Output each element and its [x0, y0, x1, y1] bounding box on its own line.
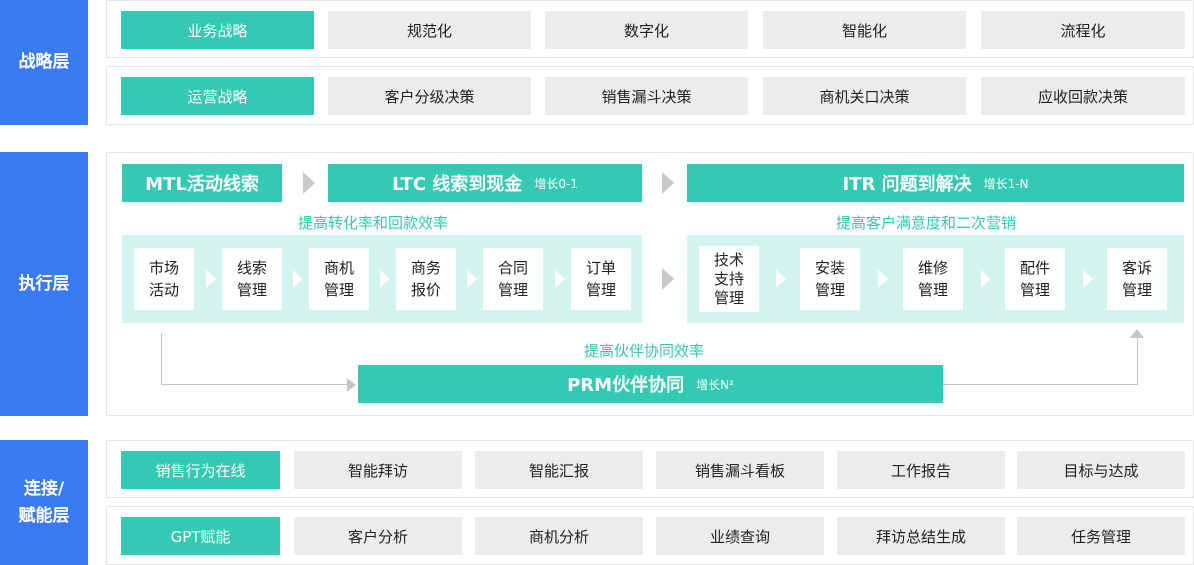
prm-connector-right-vertical	[1137, 338, 1138, 385]
business-strategy-cell: 业务战略	[121, 11, 314, 49]
itr-subtitle: 提高客户满意度和二次营销	[836, 214, 1017, 232]
itr-step-arrow-3	[981, 270, 991, 288]
ltc-step-opportunity-mgmt: 商机管理	[309, 248, 369, 310]
layer-label-strategy: 战略层	[0, 0, 88, 125]
strategy-item-standardize: 规范化	[328, 11, 531, 49]
itr-band: 技术支持管理 安装管理 维修管理 配件管理 客诉管理	[687, 235, 1184, 323]
itr-step-repair: 维修管理	[903, 248, 963, 310]
itr-head: ITR 问题到解决 增长1-N	[687, 164, 1184, 202]
connect-row-gpt: GPT赋能 客户分析 商机分析 业绩查询 拜访总结生成 任务管理	[106, 506, 1194, 565]
prm-connector-right-horizontal	[943, 384, 1137, 385]
ltc-step-arrow-3	[380, 270, 390, 288]
itr-step-arrow-4	[1083, 270, 1093, 288]
decision-customer-tier: 客户分级决策	[328, 77, 531, 115]
ltc-step-arrow-5	[555, 270, 565, 288]
itr-step-installation: 安装管理	[800, 248, 860, 310]
ltc-step-order-mgmt: 订单管理	[571, 248, 631, 310]
itr-step-arrow-1	[776, 270, 786, 288]
ltc-step-arrow-2	[293, 270, 303, 288]
strategy-item-process: 流程化	[981, 11, 1185, 49]
operation-strategy-cell: 运营战略	[121, 77, 314, 115]
strategy-item-intelligent: 智能化	[763, 11, 966, 49]
ltc-subtitle: 提高转化率和回款效率	[298, 214, 449, 232]
ltc-step-market-activity: 市场活动	[134, 248, 194, 310]
gpt-enable-cell: GPT赋能	[121, 517, 280, 555]
itr-step-complaint: 客诉管理	[1107, 248, 1167, 310]
feature-goal-achievement: 目标与达成	[1017, 451, 1185, 489]
arrow-ltc-itr	[662, 172, 674, 194]
layer-label-connect-line1: 连接/	[23, 479, 65, 500]
prm-connector-left-horizontal	[161, 384, 347, 385]
ltc-step-arrow-4	[467, 270, 477, 288]
strategy-item-digitize: 数字化	[545, 11, 748, 49]
layer-label-execution: 执行层	[0, 152, 88, 416]
ltc-step-contract-mgmt: 合同管理	[483, 248, 543, 310]
execution-panel: MTL活动线索 LTC 线索到现金 增长0-1 ITR 问题到解决 增长1-N …	[106, 152, 1194, 416]
ltc-step-quotation: 商务报价	[396, 248, 456, 310]
prm-title: PRM伙伴协同	[567, 375, 685, 396]
prm-connector-arrowhead-up	[1130, 329, 1144, 338]
feature-task-management: 任务管理	[1017, 517, 1185, 555]
prm-subtitle: 提高伙伴协同效率	[584, 342, 705, 360]
itr-title: ITR 问题到解决	[842, 174, 972, 195]
itr-step-parts: 配件管理	[1005, 248, 1065, 310]
arrow-band-ltc-itr	[662, 268, 674, 290]
ltc-growth-tag: 增长0-1	[534, 176, 578, 191]
feature-smart-visit: 智能拜访	[294, 451, 462, 489]
feature-smart-report: 智能汇报	[475, 451, 643, 489]
ltc-head: LTC 线索到现金 增长0-1	[328, 164, 642, 202]
prm-connector-left-vertical	[161, 333, 162, 385]
itr-step-tech-support: 技术支持管理	[699, 246, 759, 312]
strategy-row-operation: 运营战略 客户分级决策 销售漏斗决策 商机关口决策 应收回款决策	[106, 66, 1194, 125]
feature-visit-summary: 拜访总结生成	[837, 517, 1005, 555]
decision-sales-funnel: 销售漏斗决策	[545, 77, 748, 115]
prm-connector-arrowhead-right	[347, 378, 356, 392]
decision-opportunity-gate: 商机关口决策	[763, 77, 966, 115]
sales-online-cell: 销售行为在线	[121, 451, 280, 489]
strategy-row-business: 业务战略 规范化 数字化 智能化 流程化	[106, 0, 1194, 58]
itr-step-arrow-2	[878, 270, 888, 288]
feature-funnel-dashboard: 销售漏斗看板	[656, 451, 824, 489]
ltc-step-arrow-1	[206, 270, 216, 288]
feature-opportunity-analysis: 商机分析	[475, 517, 643, 555]
decision-receivable: 应收回款决策	[981, 77, 1185, 115]
feature-customer-analysis: 客户分析	[294, 517, 462, 555]
ltc-title: LTC 线索到现金	[392, 174, 523, 195]
arrow-mtl-ltc	[303, 172, 315, 194]
feature-performance-query: 业绩查询	[656, 517, 824, 555]
layer-label-connect-line2: 赋能层	[18, 505, 70, 526]
mtl-title: MTL活动线索	[145, 174, 259, 195]
mtl-head: MTL活动线索	[122, 164, 282, 202]
ltc-band: 市场活动 线索管理 商机管理 商务报价 合同管理 订单管理	[122, 235, 642, 323]
feature-work-report: 工作报告	[837, 451, 1005, 489]
ltc-step-lead-mgmt: 线索管理	[222, 248, 282, 310]
itr-growth-tag: 增长1-N	[983, 176, 1029, 191]
prm-growth-tag: 增长N²	[696, 377, 734, 392]
layer-label-connect: 连接/ 赋能层	[0, 440, 88, 565]
connect-row-online: 销售行为在线 智能拜访 智能汇报 销售漏斗看板 工作报告 目标与达成	[106, 440, 1194, 498]
prm-head: PRM伙伴协同 增长N²	[358, 365, 943, 403]
